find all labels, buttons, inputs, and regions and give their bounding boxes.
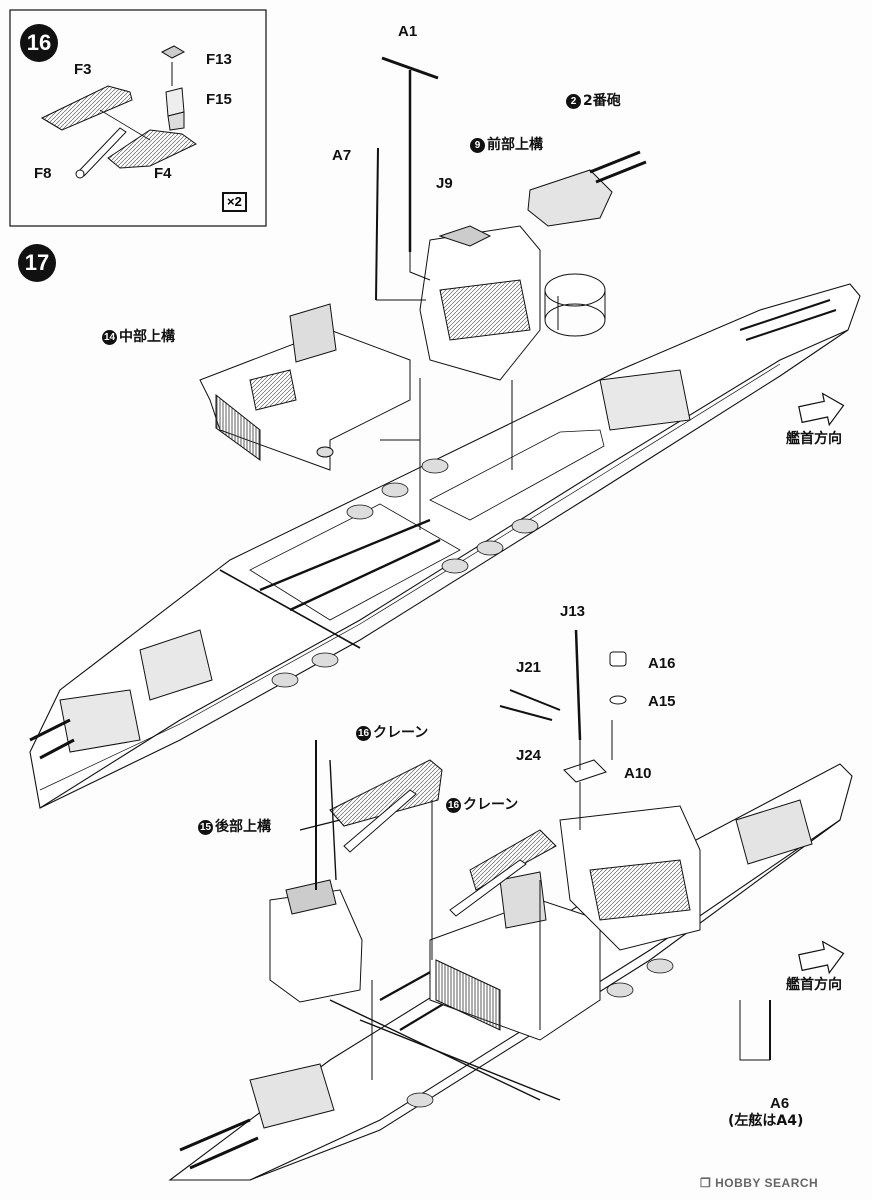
callout-crane-2-number: 16 — [446, 798, 461, 813]
rear-superstructure-drawing — [269, 740, 363, 1003]
callout-crane-2-label: クレーン — [463, 797, 519, 813]
callout-mid-superstructure-label: 中部上構 — [119, 329, 175, 345]
lower-superstructure — [429, 805, 701, 1041]
bow-direction-top: 艦首方向 — [786, 431, 842, 447]
callout-mid-superstructure-number: 14 — [102, 330, 117, 345]
callout-turret-2-number: 2 — [566, 94, 581, 109]
mid-superstructure-drawing — [199, 303, 411, 471]
part-label-a1: A1 — [398, 23, 418, 40]
part-label-j21: J21 — [516, 659, 542, 676]
secondary-guns-upper — [271, 458, 539, 688]
step16-crane-drawing — [40, 45, 197, 179]
part-label-a6-note: (左舷はA4) — [728, 1113, 804, 1129]
part-label-a15: A15 — [648, 693, 676, 710]
ship-lower-turrets — [179, 799, 813, 1170]
step16-frame — [9, 9, 267, 227]
step-number-17: 17 — [18, 244, 56, 282]
step-number-16: 16 — [20, 24, 58, 62]
mast-and-leaders-bottom — [371, 629, 771, 1080]
quantity-multiplier: ×2 — [222, 192, 247, 212]
part-label-j13: J13 — [560, 603, 586, 620]
callout-forward-superstructure-label: 前部上構 — [487, 137, 543, 153]
mast-and-leaders-top — [375, 56, 559, 530]
part-label-j9: J9 — [436, 175, 453, 192]
callout-crane-1-number: 16 — [356, 726, 371, 741]
part-label-f13: F13 — [206, 51, 232, 68]
cranes-lower — [329, 759, 557, 917]
bow-arrow-bottom — [798, 940, 845, 975]
ship-upper-turrets — [29, 299, 837, 760]
part-label-a16: A16 — [648, 655, 676, 672]
callout-forward-superstructure-number: 9 — [470, 138, 485, 153]
watermark-text: HOBBY SEARCH — [715, 1176, 819, 1190]
callout-turret-2-label: 2番砲 — [583, 93, 621, 109]
part-label-f3: F3 — [74, 61, 92, 78]
part-label-f15: F15 — [206, 91, 232, 108]
turret-2-drawing — [527, 150, 647, 227]
part-label-a7: A7 — [332, 147, 352, 164]
a16-a15-parts — [609, 651, 627, 705]
part-label-a6: A6 — [770, 1095, 790, 1112]
part-label-f8: F8 — [34, 165, 52, 182]
watermark: ❐ HOBBY SEARCH — [700, 1176, 818, 1190]
secondary-guns-lower — [406, 958, 674, 1108]
bow-direction-bottom: 艦首方向 — [786, 977, 842, 993]
bow-arrow-top — [798, 392, 845, 427]
part-label-a10: A10 — [624, 765, 652, 782]
callout-crane-1-label: クレーン — [373, 725, 429, 741]
callout-rear-superstructure-number: 15 — [198, 820, 213, 835]
callout-rear-superstructure-label: 後部上構 — [215, 819, 271, 835]
hobby-search-logo-icon: ❐ — [700, 1176, 716, 1190]
part-label-j24: J24 — [516, 747, 542, 764]
part-label-f4: F4 — [154, 165, 172, 182]
forward-superstructure-drawing — [419, 225, 606, 381]
